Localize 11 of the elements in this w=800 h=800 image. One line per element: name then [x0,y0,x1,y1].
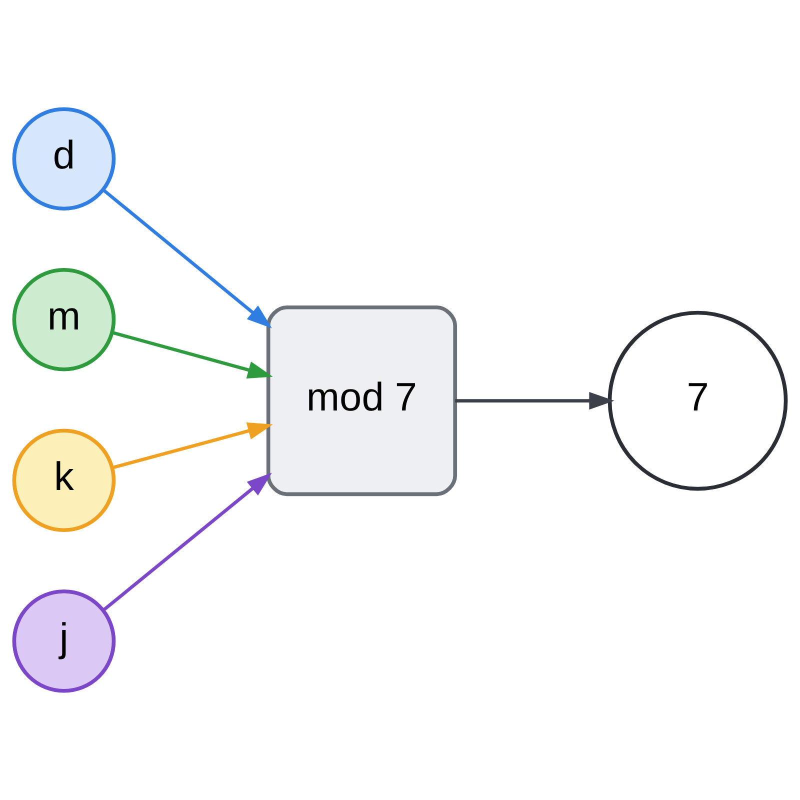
node-circle: m [12,268,116,372]
node-circle: k [12,428,116,532]
node-box: mod 7 [266,305,458,496]
node-circle: j [12,589,116,693]
arrow [455,392,614,410]
node-circle: 7 [608,310,788,491]
arrow [112,330,273,379]
arrow [102,188,272,328]
arrow [102,472,272,612]
arrow [112,422,273,470]
node-circle: d [12,107,116,211]
